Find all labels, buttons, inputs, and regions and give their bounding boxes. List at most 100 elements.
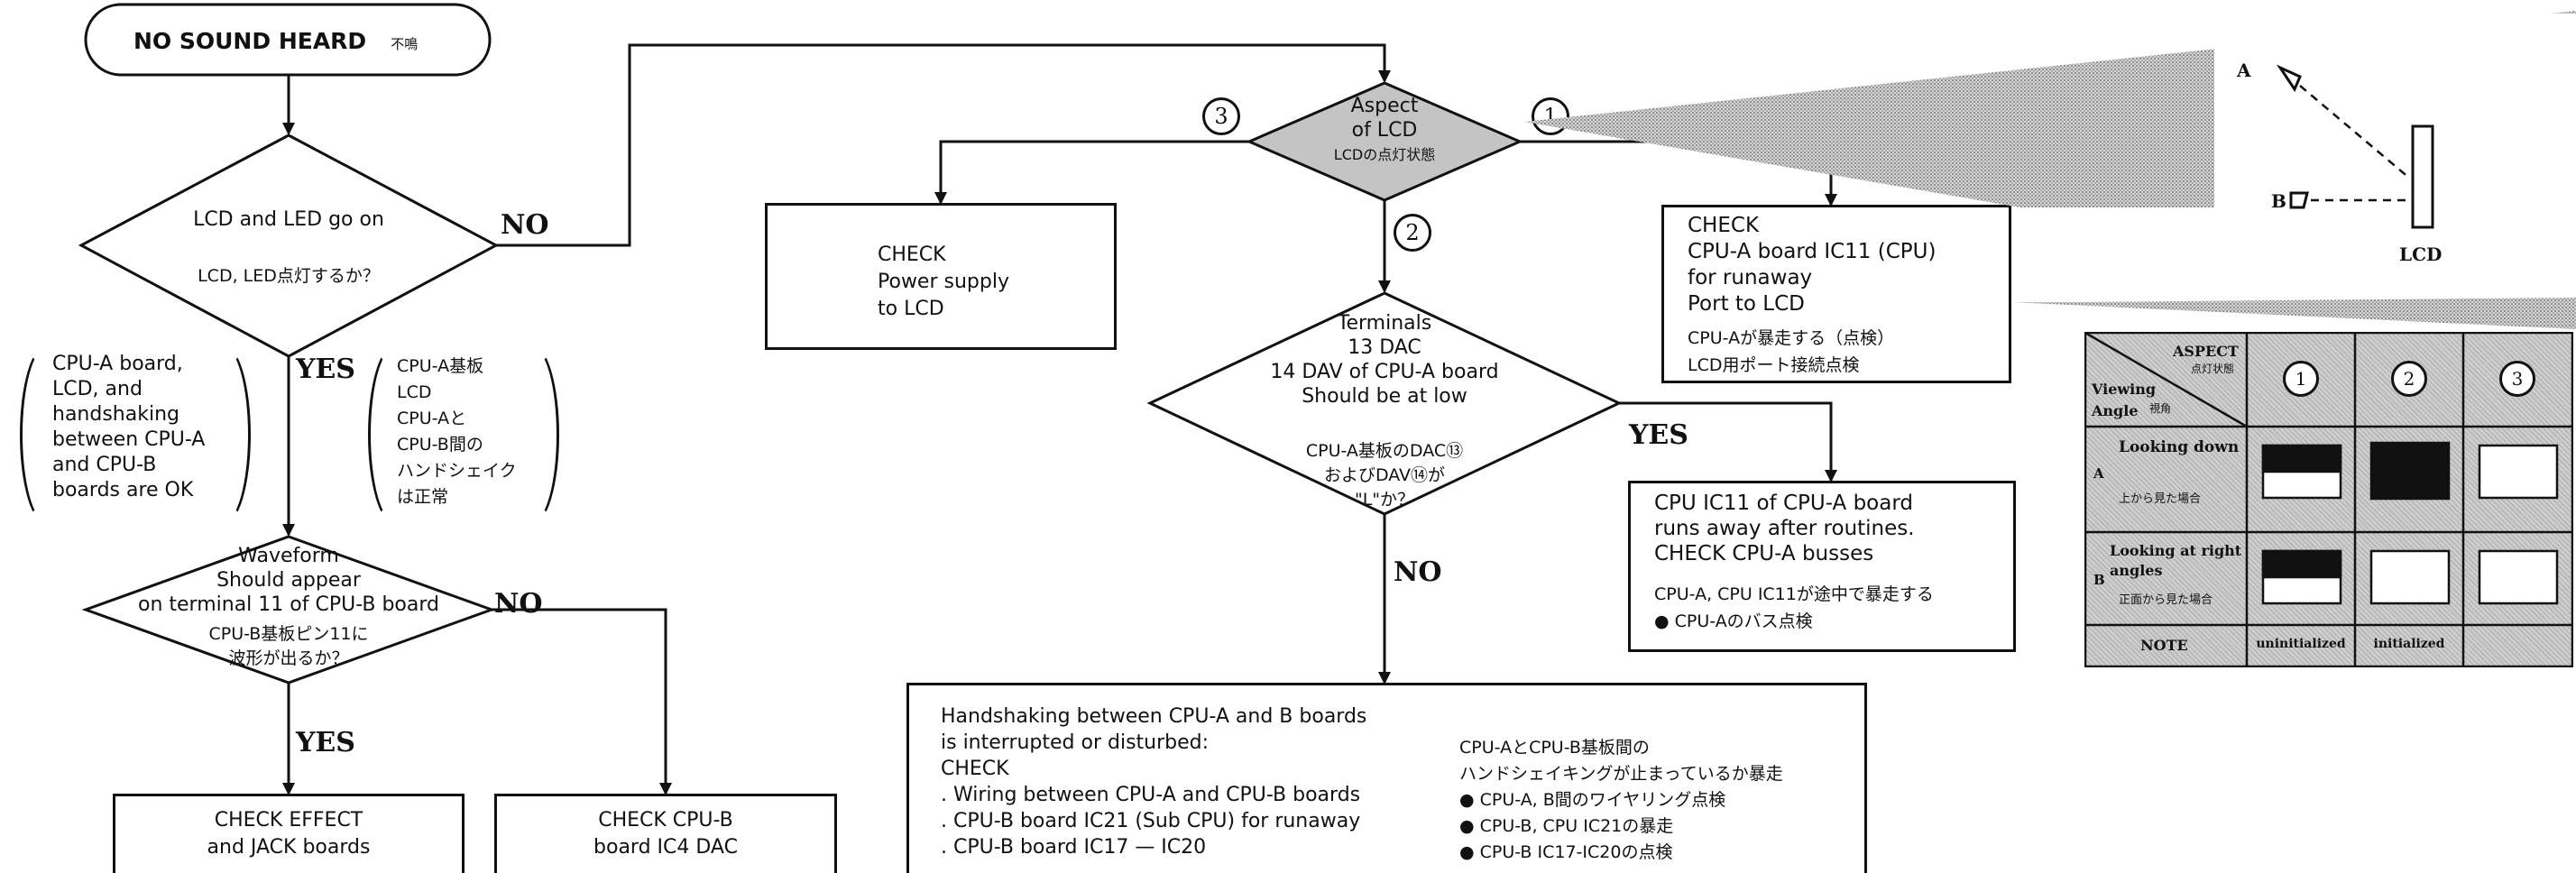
connector-d2-no <box>492 608 672 795</box>
table-viewing-header: Viewing <box>2092 381 2157 398</box>
table-aspect-header: ASPECT <box>2173 343 2239 360</box>
cpu-runaway-jp-line: CPU-A, CPU IC11が途中で暴走する <box>1654 584 1934 604</box>
cpu-runaway-line: runs away after routines. <box>1654 517 1915 540</box>
handshaking-box: Handshaking between CPU-A and B boards i… <box>906 683 1867 873</box>
table-col-1: 1 <box>2283 361 2319 397</box>
viewing-panel-bg <box>2214 14 2576 284</box>
note-jp-line: は正常 <box>397 487 449 507</box>
d2-text: Waveform Should appear on terminal 11 of… <box>99 544 478 617</box>
table-row-a-letter: A <box>2093 465 2104 482</box>
d2-text-jp: CPU-B基板ピン11に 波形が出るか？ <box>144 622 433 671</box>
table-col-2: 2 <box>2391 361 2427 397</box>
note-en: CPU-A board, LCD, and handshaking betwee… <box>52 352 205 503</box>
swatch-b3 <box>2478 549 2559 605</box>
table-note-1: uninitialized <box>2256 637 2346 651</box>
d3-line: 14 DAV of CPU-A board <box>1270 361 1499 383</box>
check-cpu-a-line: CHECK <box>1688 214 1760 237</box>
swatch-a3 <box>2478 444 2559 500</box>
table-col-3: 3 <box>2499 361 2535 397</box>
check-dac-line: board IC4 DAC <box>593 836 738 859</box>
check-cpu-a-jp: CPU-Aが暴走する（点検） LCD用ポート接続点検 <box>1688 325 1894 379</box>
note-jp-right-paren <box>505 345 559 525</box>
handshaking-line: . CPU-B board IC17 — IC20 <box>941 836 1207 859</box>
d2-line: on terminal 11 of CPU-B board <box>138 593 439 616</box>
check-cpu-b-dac-box: CHECK CPU-B board IC4 DAC <box>494 794 837 873</box>
check-effect-text: CHECK EFFECT and JACK boards <box>115 807 462 861</box>
connector-aspect-3 <box>934 140 1249 205</box>
table-note-label: NOTE <box>2140 637 2188 654</box>
handshaking-line: CHECK <box>941 758 1009 780</box>
d3-jp-line: およびDAV⑭が <box>1323 465 1446 485</box>
cpu-runaway-text: CPU IC11 of CPU-A board runs away after … <box>1654 491 1915 566</box>
d2-jp-line: CPU-B基板ピン11に <box>208 624 369 644</box>
check-effect-line: CHECK EFFECT <box>214 809 363 832</box>
eye-b-icon <box>2289 191 2309 209</box>
table-grid <box>2084 332 2573 667</box>
note-en-left-paren <box>20 345 74 525</box>
note-jp-line: CPU-A基板 <box>397 356 484 376</box>
cpu-runaway-jp-line: ● CPU-Aのバス点検 <box>1654 611 1813 631</box>
connector-d3-yes <box>1619 401 1837 482</box>
check-effect-line: and JACK boards <box>207 836 371 859</box>
cpu-runaway-box: CPU IC11 of CPU-A board runs away after … <box>1628 481 2016 652</box>
d2-line: Should appear <box>216 569 361 592</box>
check-cpu-a-line: CPU-A board IC11 (CPU) <box>1688 240 1937 263</box>
d3-no-label: NO <box>1394 556 1442 588</box>
start-title-jp: 不鳴 <box>391 36 419 52</box>
d1-no-label: NO <box>501 209 549 241</box>
d3-jp-line: CPU-A基板のDAC⑬ <box>1305 441 1464 461</box>
sightline-a <box>2299 85 2411 179</box>
view-label-b: B <box>2271 190 2286 212</box>
d1-text-jp: LCD, LED点灯するか？ <box>198 266 380 286</box>
eye-a-icon <box>2276 64 2302 93</box>
connector-d1-no <box>496 43 1391 247</box>
start-title-en: NO SOUND HEARD <box>133 28 367 54</box>
aspect-line: Aspect <box>1350 95 1419 117</box>
d1-text: LCD and LED go on <box>193 208 384 231</box>
swatch-b2 <box>2369 549 2451 605</box>
aspect-table: ASPECT 点灯状態 Viewing Angle 視角 1 2 3 A Loo… <box>2084 332 2573 667</box>
note-en-line: CPU-A board, <box>52 353 183 375</box>
start-title: NO SOUND HEARD 不鳴 <box>133 27 418 55</box>
d2-jp-line: 波形が出るか？ <box>228 648 349 668</box>
table-row-a-jp: 上から見た場合 <box>2119 492 2202 506</box>
handshaking-jp-line: ハンドシェイキングが止まっているか暴走 <box>1459 764 1783 784</box>
table-row-b-label-line: angles <box>2110 562 2163 579</box>
handshaking-line: . Wiring between CPU-A and CPU-B boards <box>941 784 1361 806</box>
table-row-b-letter: B <box>2093 572 2105 588</box>
handshaking-jp: CPU-AとCPU-B基板間の ハンドシェイキングが止まっているか暴走 ● CP… <box>1459 735 1783 866</box>
d3-text: Terminals 13 DAC 14 DAV of CPU-A board S… <box>1222 311 1547 409</box>
table-angle-jp: 視角 <box>2149 402 2172 415</box>
check-power-box: CHECK Power supply to LCD <box>765 203 1117 350</box>
aspect-line: of LCD <box>1351 119 1418 142</box>
note-en-line: between CPU-A <box>52 428 206 451</box>
view-label-lcd: LCD <box>2399 244 2443 265</box>
check-cpu-a-jp-line: CPU-Aが暴走する（点検） <box>1688 328 1895 348</box>
d3-line: 13 DAC <box>1348 336 1421 359</box>
handshaking-jp-line: ● CPU-B, CPU IC21の暴走 <box>1459 816 1674 836</box>
note-jp-left-paren <box>368 345 422 525</box>
check-power-line: Power supply <box>878 271 1009 293</box>
note-en-line: handshaking <box>52 403 179 426</box>
check-power-text: CHECK Power supply to LCD <box>878 242 1009 323</box>
table-angle-header: Angle <box>2092 402 2139 419</box>
swatch-a2 <box>2369 441 2451 501</box>
branch-2-marker: 2 <box>1394 214 1431 252</box>
check-power-line: to LCD <box>878 298 944 320</box>
aspect-text: Aspect of LCD LCDの点灯状態 <box>1303 94 1466 167</box>
cpu-runaway-jp: CPU-A, CPU IC11が途中で暴走する ● CPU-Aのバス点検 <box>1654 581 1934 635</box>
cpu-runaway-line: CPU IC11 of CPU-A board <box>1654 492 1913 515</box>
handshaking-jp-line: CPU-AとCPU-B基板間の <box>1459 738 1650 758</box>
check-cpu-a-box: CHECK CPU-A board IC11 (CPU) for runaway… <box>1661 205 2011 383</box>
d3-line: Should be at low <box>1302 385 1467 408</box>
d3-text-jp: CPU-A基板のDAC⑬ およびDAV⑭が "L"か？ <box>1267 439 1502 512</box>
handshaking-jp-line: ● CPU-B IC17-IC20の点検 <box>1459 842 1673 862</box>
d1-yes-label: YES <box>296 354 355 385</box>
cpu-runaway-line: CHECK CPU-A busses <box>1654 542 1874 565</box>
d3-yes-label: YES <box>1629 419 1688 451</box>
note-en-line: and CPU-B <box>52 454 157 476</box>
note-jp-line: LCD <box>397 382 432 402</box>
handshaking-line: is interrupted or disturbed: <box>941 731 1210 754</box>
note-en-right-paren <box>197 345 251 525</box>
